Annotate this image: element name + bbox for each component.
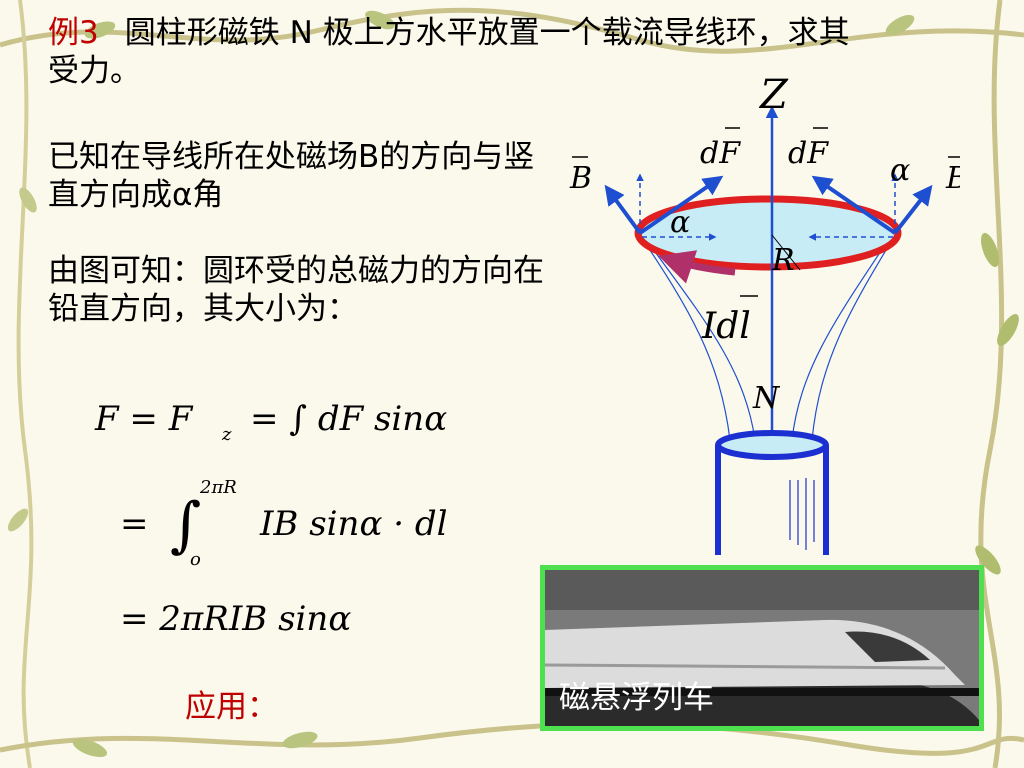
formula-line2-eq: = [120, 504, 149, 544]
vine-left-decoration [7, 0, 37, 768]
formula-line2-upper: 2πR [199, 477, 237, 498]
formula-line3: = 2πRIB sinα [120, 599, 351, 639]
formula-line2-body: IB sinα · dl [259, 504, 447, 544]
b-arrow-right [893, 184, 933, 235]
maglev-train-photo: 磁悬浮列车 [540, 565, 984, 731]
field-line-left-outer [639, 234, 731, 441]
df-label-left: dF [700, 136, 741, 171]
maglev-train-illustration [545, 570, 979, 726]
field-line-right-inner [791, 244, 886, 441]
integral-sign: ∫ [170, 490, 201, 560]
formula-line1-lhs: F = F [94, 399, 194, 439]
conclusion-paragraph: 由图可知：圆环受的总磁力的方向在铅直方向，其大小为： [48, 253, 544, 327]
b-label-right: B [945, 161, 960, 196]
b-label-left: B [569, 161, 592, 196]
formula-line1-sub: z [221, 424, 232, 445]
photo-caption: 磁悬浮列车 [559, 680, 714, 716]
formula-line2-lower: o [190, 549, 201, 570]
n-pole-label: N [752, 381, 781, 416]
magnet-ring-diagram: Z dF dF B B α α R Idl N [569, 72, 960, 555]
example-label: 例3 [48, 15, 99, 51]
given-paragraph: 已知在导线所在处磁场B的方向与竖直方向成α角 [48, 139, 535, 213]
df-label-right: dF [788, 136, 829, 171]
title-text: 圆柱形磁铁 N 极上方水平放置一个载流导线环，求其受力。 [48, 15, 850, 89]
radius-label: R [771, 243, 795, 278]
alpha-label-right: α [890, 153, 910, 188]
vine-right-decoration [975, 0, 1019, 768]
idl-label: Idl [701, 306, 751, 347]
radius-line [771, 234, 801, 271]
b-arrow-left [604, 184, 642, 235]
alpha-label-inner: α [670, 205, 690, 240]
formula-line1-rhs: = ∫ dF sinα [250, 399, 447, 439]
z-axis-label: Z [758, 72, 789, 118]
df-arrow-right [811, 175, 897, 235]
cylinder-magnet [715, 430, 829, 555]
force-formula: F = F z = ∫ dF sinα = ∫ 2πR o IB sinα · … [94, 399, 447, 639]
vine-top-decoration [0, 7, 1024, 54]
application-label: 应用： [185, 689, 278, 725]
idl-arrow [658, 250, 736, 284]
df-arrow-left [638, 175, 724, 235]
field-line-right-outer [811, 234, 896, 441]
